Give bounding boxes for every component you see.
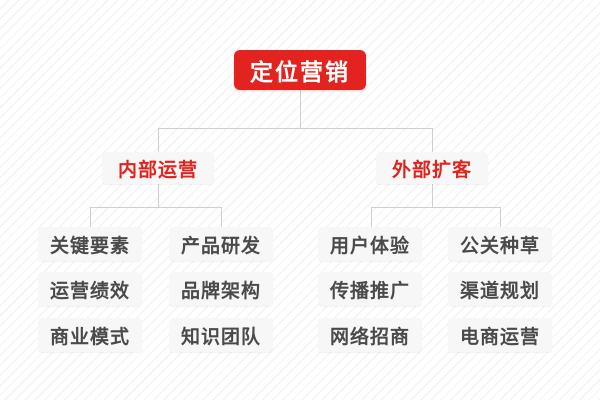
leaf-node-label: 品牌架构	[180, 280, 261, 302]
connector-internal-horizontal	[90, 207, 222, 208]
connector-external-drop-left	[371, 207, 372, 227]
leaf-node-label: 商业模式	[49, 326, 130, 348]
connector-root-down	[300, 90, 301, 128]
leaf-node-business-model: 商业模式	[38, 318, 142, 352]
leaf-node-user-experience: 用户体验	[318, 227, 422, 261]
connector-top-horizontal	[158, 128, 433, 129]
leaf-node-key-elements: 关键要素	[38, 227, 142, 261]
leaf-node-operation-performance: 运营绩效	[38, 272, 142, 306]
connector-internal-down	[158, 184, 159, 207]
branch-node-internal-operations: 内部运营	[102, 152, 214, 184]
branch-node-external-expansion: 外部扩客	[376, 152, 488, 184]
leaf-node-label: 运营绩效	[49, 280, 130, 302]
leaf-node-knowledge-team: 知识团队	[169, 318, 273, 352]
connector-drop-external	[432, 128, 433, 152]
leaf-node-label: 传播推广	[329, 280, 410, 302]
leaf-node-online-investment: 网络招商	[318, 318, 422, 352]
leaf-node-label: 网络招商	[329, 326, 410, 348]
leaf-node-label: 产品研发	[180, 235, 261, 257]
connector-external-drop-right	[500, 207, 501, 227]
leaf-node-label: 用户体验	[329, 235, 410, 257]
connector-internal-drop-right	[221, 207, 222, 227]
leaf-node-label: 渠道规划	[459, 280, 540, 302]
leaf-node-label: 知识团队	[180, 326, 261, 348]
branch-node-label: 内部运营	[117, 159, 198, 181]
connector-external-down	[432, 184, 433, 207]
leaf-node-label: 电商运营	[459, 326, 540, 348]
root-node-label: 定位营销	[250, 59, 350, 85]
leaf-node-promotion: 传播推广	[318, 272, 422, 306]
leaf-node-channel-planning: 渠道规划	[448, 272, 552, 306]
branch-node-label: 外部扩客	[391, 159, 472, 181]
leaf-node-brand-architecture: 品牌架构	[169, 272, 273, 306]
leaf-node-label: 公关种草	[459, 235, 540, 257]
leaf-node-ecommerce-operation: 电商运营	[448, 318, 552, 352]
leaf-node-label: 关键要素	[49, 235, 130, 257]
leaf-node-product-rnd: 产品研发	[169, 227, 273, 261]
connector-internal-drop-left	[90, 207, 91, 227]
connector-drop-internal	[158, 128, 159, 152]
root-node: 定位营销	[234, 50, 366, 90]
connector-external-horizontal	[371, 207, 501, 208]
leaf-node-pr-seeding: 公关种草	[448, 227, 552, 261]
